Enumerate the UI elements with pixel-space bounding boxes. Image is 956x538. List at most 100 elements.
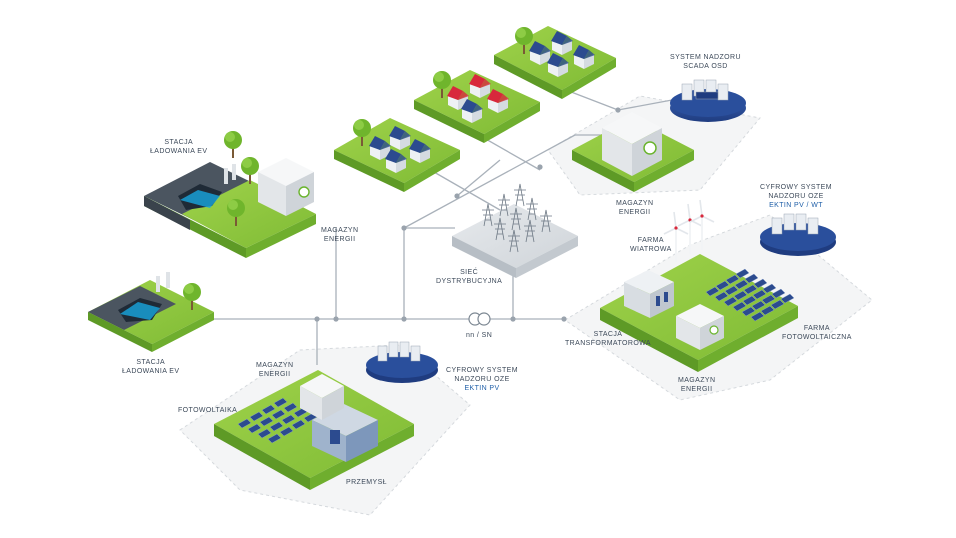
wind-turbine-icon (689, 199, 715, 250)
house-icon (461, 99, 483, 123)
wind-turbine-icons (663, 199, 715, 262)
tree-icons (183, 27, 533, 310)
solar-panel-icon (725, 274, 740, 285)
solar-panel-icon (733, 290, 748, 301)
solar-panel-icon (281, 414, 296, 425)
charger-icon (156, 272, 170, 292)
solar-panel-icon (734, 279, 749, 290)
solar-panel-icon (760, 305, 775, 316)
solar-panel-icon (271, 409, 286, 420)
solar-panel-icon (247, 423, 262, 434)
server-rack-icon (681, 79, 729, 101)
house-icons (369, 31, 595, 173)
label-pv-industry: FOTOWOLTAIKA (178, 407, 238, 414)
industry-server-platform (366, 341, 438, 383)
house-icon (389, 126, 411, 150)
solar-panel-icons (705, 268, 795, 322)
pylon-icon (524, 219, 536, 243)
solar-panel-icon (744, 273, 759, 284)
battery-storage-icon (300, 374, 344, 420)
pylon-icons (482, 183, 552, 253)
pylon-icon (514, 183, 526, 207)
solar-panel-icon (742, 295, 757, 306)
solar-panel-icon (732, 301, 747, 312)
solar-panel-icon (750, 311, 765, 322)
server-rack-icon (377, 341, 421, 362)
pylon-icon (498, 193, 510, 217)
solar-panel-icon (715, 280, 730, 291)
solar-panel-icon (770, 299, 785, 310)
car-icon (178, 184, 222, 210)
solar-panel-icon (741, 306, 756, 317)
solar-panel-icon (257, 428, 272, 439)
renewable-server-platform (760, 213, 836, 256)
house-icon (385, 149, 407, 173)
solar-panel-icon (267, 433, 282, 444)
solar-panel-icon (752, 289, 767, 300)
battery-storage-icon (258, 158, 314, 216)
label-industry: PRZEMYSŁ (346, 479, 387, 486)
pylon-icon (494, 217, 506, 241)
renewables-block (600, 199, 798, 372)
house-icon (573, 45, 595, 69)
solar-panel-icon (293, 407, 308, 418)
solar-panel-icon (249, 411, 264, 422)
solar-panel-icon (743, 284, 758, 295)
battery-storage-icon (676, 304, 724, 350)
pylon-icon (510, 207, 522, 231)
transformer-icon (468, 312, 491, 326)
solar-panel-icon (761, 294, 776, 305)
house-icon (469, 74, 491, 98)
house-icon (547, 53, 569, 77)
solar-panel-icon (780, 293, 795, 304)
ev-bottom-block (88, 272, 214, 352)
solar-panel-icon (259, 416, 274, 427)
ev-top-block (144, 158, 316, 258)
server-rack-icon (771, 213, 819, 235)
house-icon (551, 31, 573, 55)
solar-panel-icon (237, 418, 252, 429)
tree-icon (433, 71, 451, 98)
charger-icon (224, 164, 236, 184)
tree-icon (183, 283, 201, 310)
solar-panel-icon (771, 288, 786, 299)
pylon-icon (482, 203, 494, 227)
house-icon (487, 89, 509, 113)
house-icon (529, 41, 551, 65)
connection-nodes (314, 107, 621, 322)
tree-icon (224, 131, 242, 158)
solar-panel-icon (762, 283, 777, 294)
substation-building (624, 270, 674, 318)
solar-panel-icon (283, 402, 298, 413)
connection-lines (212, 79, 673, 365)
solar-panel-icon (705, 286, 720, 297)
industry-block (214, 370, 414, 490)
solar-panel-icon (291, 419, 306, 430)
pylon-icon (540, 209, 552, 233)
scada-server-platform (670, 79, 746, 122)
battery-storage-icon (602, 112, 662, 176)
solar-panel-icon (279, 426, 294, 437)
car-icon (118, 298, 162, 322)
wind-turbine-icon (663, 211, 689, 262)
tree-icon (353, 119, 371, 146)
solar-panel-icon (723, 296, 738, 307)
solar-panel-icon (273, 397, 288, 408)
solar-panel-icon (261, 404, 276, 415)
pylon-icon (508, 229, 520, 253)
solar-panel-icon (751, 300, 766, 311)
scada-storage-block (572, 112, 694, 192)
